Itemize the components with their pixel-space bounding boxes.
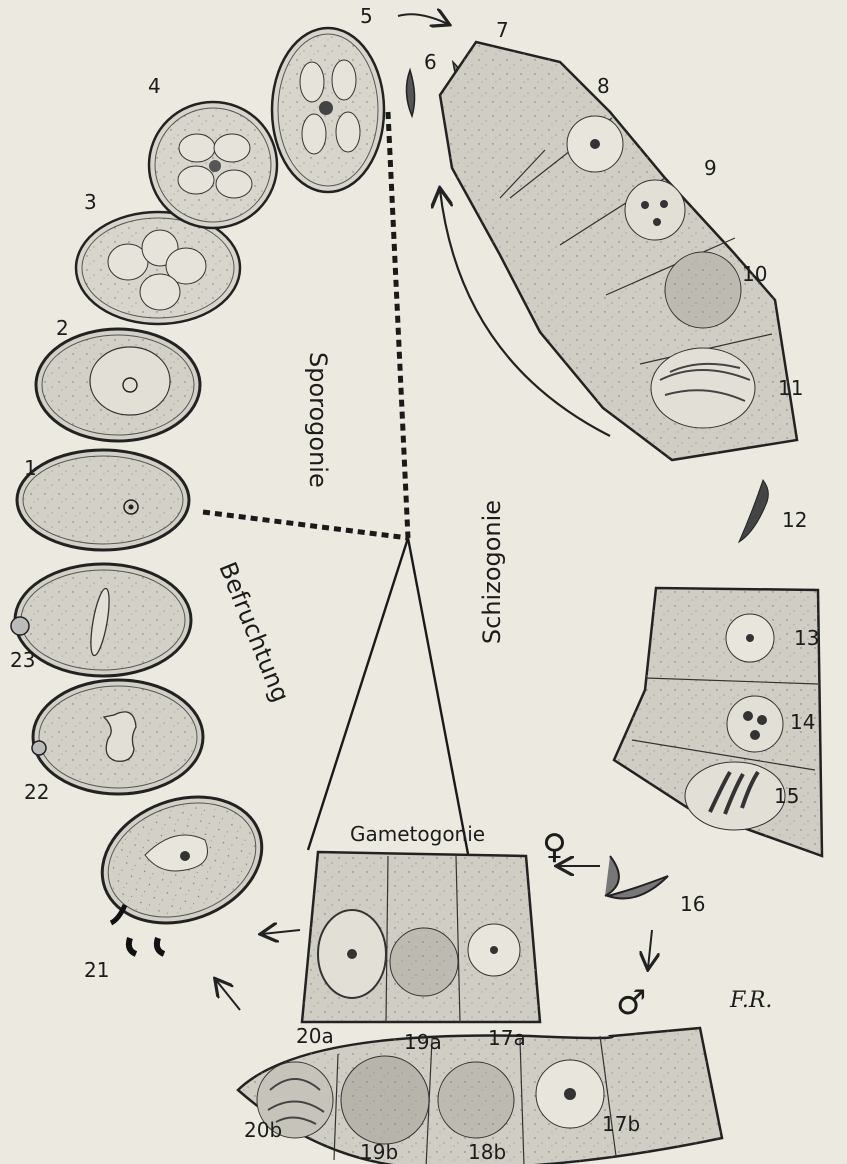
label-9: 9 — [704, 156, 717, 180]
label-22: 22 — [24, 780, 49, 804]
merozoite-12 — [739, 480, 768, 542]
label-16: 16 — [680, 892, 705, 916]
oocyst-1 — [17, 450, 189, 550]
phase-sporogonie: Sporogonie — [306, 352, 330, 482]
oocyst-21 — [84, 776, 279, 954]
arrow-16-male — [648, 930, 652, 968]
label-11: 11 — [778, 376, 803, 400]
label-23: 23 — [10, 648, 35, 672]
label-20b: 20b — [244, 1118, 282, 1142]
label-19b: 19b — [360, 1140, 398, 1164]
label-19a: 19a — [404, 1030, 442, 1054]
label-12: 12 — [782, 508, 807, 532]
schizogony-cells — [440, 42, 797, 460]
oocyst-4 — [149, 102, 277, 228]
female-cells — [302, 852, 540, 1022]
label-13: 13 — [794, 626, 819, 650]
label-2: 2 — [56, 316, 69, 340]
phase-schizogonie: Schizogonie — [480, 500, 504, 644]
label-17b: 17b — [602, 1112, 640, 1136]
arrow-20a-21 — [262, 930, 300, 934]
phase-gametogonie: Gametogonie — [350, 824, 485, 844]
label-7: 7 — [496, 18, 509, 42]
label-4: 4 — [148, 74, 161, 98]
label-14: 14 — [790, 710, 815, 734]
label-1: 1 — [24, 456, 37, 480]
oocyst-23 — [11, 564, 191, 676]
label-20a: 20a — [296, 1024, 334, 1048]
female-symbol: ♀ — [542, 830, 567, 864]
label-3: 3 — [84, 190, 97, 214]
gametocyte-16 — [605, 856, 668, 899]
artist-signature: F.R. — [730, 988, 772, 1013]
label-6: 6 — [424, 50, 437, 74]
oocyst-2 — [36, 329, 200, 441]
oocyst-22 — [32, 680, 203, 794]
oocyst-5 — [272, 28, 384, 192]
label-10: 10 — [742, 262, 767, 286]
male-symbol: ♂ — [616, 986, 646, 1020]
label-5: 5 — [360, 4, 373, 28]
label-8: 8 — [597, 74, 610, 98]
arrow-5-7 — [398, 14, 448, 24]
arrow-20b-21 — [216, 980, 240, 1010]
label-15: 15 — [774, 784, 799, 808]
label-18b: 18b — [468, 1140, 506, 1164]
label-21: 21 — [84, 958, 109, 982]
label-17a: 17a — [488, 1026, 526, 1050]
center-branches — [203, 112, 468, 854]
